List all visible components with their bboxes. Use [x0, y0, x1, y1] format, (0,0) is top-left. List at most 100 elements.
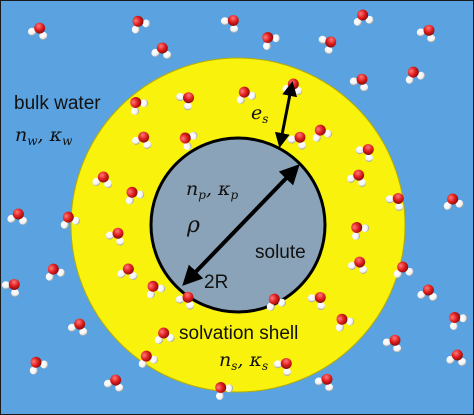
hydrogen-atom: [129, 271, 138, 280]
hydrogen-atom: [355, 146, 364, 155]
oxygen-atom: [158, 327, 170, 339]
hydrogen-atom: [405, 267, 414, 276]
bulk-water-symbols: nw, κw: [15, 126, 73, 148]
water-molecule: [105, 227, 125, 246]
oxygen-atom: [179, 132, 191, 144]
hydrogen-atom: [360, 83, 369, 92]
water-molecule: [405, 66, 426, 84]
hydrogen-atom: [307, 294, 316, 303]
hydrogen-atom: [427, 34, 436, 43]
water-molecule: [335, 313, 355, 332]
hydrogen-atom: [72, 216, 81, 225]
hydrogen-atom: [146, 290, 155, 299]
oxygen-atom: [126, 186, 138, 198]
water-molecule: [446, 349, 467, 366]
hydrogen-atom: [103, 379, 112, 388]
oxygen-atom: [362, 143, 374, 155]
solute-kappa-symbol: κ: [218, 178, 231, 200]
hydrogen-atom: [130, 106, 139, 115]
shell-kappa-subscript: s: [261, 359, 269, 373]
oxygen-atom: [314, 124, 326, 136]
hydrogen-atom: [351, 231, 360, 240]
radius-label: 2R: [204, 272, 229, 293]
hydrogen-atom: [215, 391, 224, 400]
bulk-kappa-subscript: w: [62, 134, 73, 148]
hydrogen-atom: [92, 177, 101, 186]
hydrogen-atom: [449, 321, 458, 330]
water-molecule: [312, 124, 333, 142]
hydrogen-atom: [417, 290, 426, 299]
hydrogen-atom: [225, 384, 234, 393]
solute-separator: ,: [205, 178, 219, 200]
oxygen-atom: [397, 261, 409, 273]
water-molecule: [1, 278, 20, 297]
solute-n-subscript: p: [198, 188, 206, 202]
water-molecule: [131, 131, 152, 149]
hydrogen-atom: [314, 377, 323, 386]
oxygen-atom: [227, 14, 239, 26]
oxygen-atom: [156, 42, 168, 54]
hydrogen-atom: [416, 28, 425, 37]
oxygen-atom: [147, 280, 159, 292]
hydrogen-atom: [150, 355, 159, 364]
oxygen-atom: [112, 227, 124, 239]
hydrogen-atom: [347, 261, 356, 270]
hydrogen-atom: [443, 201, 452, 210]
oxygen-atom: [447, 193, 459, 205]
hydrogen-atom: [325, 383, 334, 392]
oxygen-atom: [423, 24, 435, 36]
hydrogen-atom: [298, 141, 307, 150]
hydrogen-atom: [142, 19, 151, 28]
water-molecule: [347, 256, 368, 274]
oxygen-atom: [356, 73, 368, 85]
oxygen-atom: [74, 318, 86, 330]
water-molecule: [138, 350, 159, 368]
water-molecule: [103, 374, 124, 392]
hydrogen-atom: [346, 317, 355, 326]
hydrogen-atom: [67, 323, 76, 332]
oxygen-atom: [8, 278, 20, 290]
hydrogen-atom: [79, 327, 88, 336]
water-molecule: [7, 208, 28, 225]
water-molecule: [318, 35, 337, 55]
hydrogen-atom: [125, 196, 134, 205]
hydrogen-atom: [358, 178, 367, 187]
water-molecule: [236, 86, 257, 104]
hydrogen-atom: [136, 190, 145, 199]
hydrogen-atom: [455, 199, 464, 208]
solute-label: solute: [255, 242, 306, 263]
hydrogen-atom: [335, 323, 344, 332]
oxygen-atom: [389, 334, 401, 346]
water-molecule: [154, 327, 175, 344]
water-molecules: [1, 9, 468, 400]
oxygen-atom: [407, 66, 419, 78]
water-molecule: [125, 186, 145, 205]
oxygen-atom: [122, 263, 134, 275]
shell-kappa-symbol: κ: [249, 349, 262, 371]
shell-e-symbol: e: [251, 102, 263, 124]
hydrogen-atom: [361, 224, 370, 233]
hydrogen-atom: [318, 35, 327, 44]
oxygen-atom: [321, 373, 333, 385]
hydrogen-atom: [393, 269, 402, 278]
oxygen-atom: [138, 131, 150, 143]
solute-sphere: [149, 136, 327, 314]
water-molecule: [29, 356, 49, 375]
hydrogen-atom: [57, 268, 66, 277]
hydrogen-atom: [317, 301, 326, 310]
oxygen-atom: [262, 31, 274, 43]
hydrogen-atom: [183, 142, 192, 151]
hydrogen-atom: [262, 41, 271, 50]
water-molecule: [220, 14, 239, 33]
water-molecule: [346, 169, 367, 187]
hydrogen-atom: [131, 25, 140, 34]
oxygen-atom: [238, 86, 250, 98]
hydrogen-atom: [104, 179, 113, 188]
hydrogen-atom: [19, 216, 28, 225]
hydrogen-atom: [393, 344, 402, 353]
hydrogen-atom: [365, 15, 374, 24]
hydrogen-atom: [273, 360, 282, 369]
water-molecule: [131, 15, 151, 34]
hydrogen-atom: [385, 195, 394, 204]
